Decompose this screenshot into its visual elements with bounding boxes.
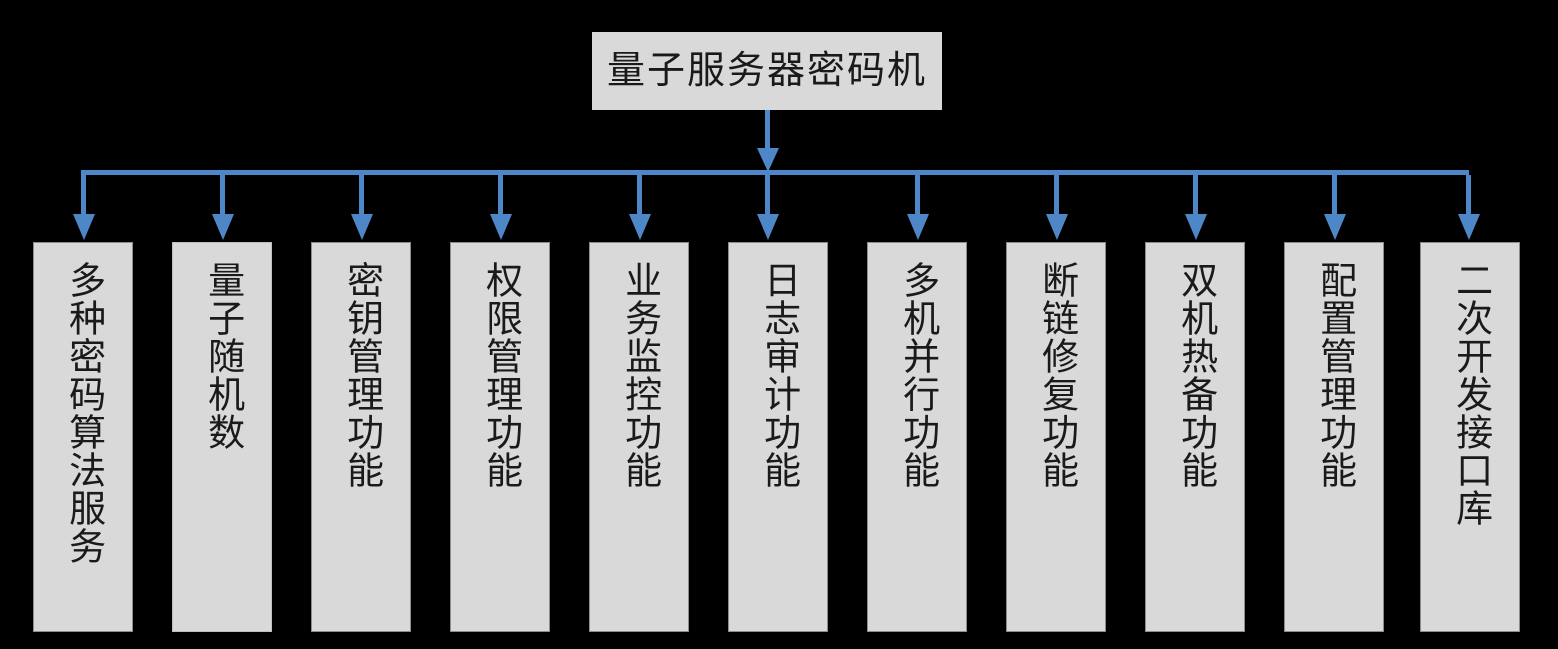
- connector-arrowhead-icon-child-8: [1046, 214, 1068, 240]
- child-node-label: 业务监控功能: [618, 261, 660, 489]
- connector-stem-child-3: [359, 175, 364, 220]
- connector-stem-child-1: [81, 175, 86, 220]
- connector-stem-child-6: [765, 175, 770, 220]
- child-node-label: 配置管理功能: [1313, 261, 1355, 489]
- connector-stem-child-2: [220, 175, 225, 220]
- root-connector-stem: [765, 110, 770, 155]
- connector-arrowhead-icon-child-6: [757, 214, 779, 240]
- child-node-label: 二次开发接口库: [1449, 261, 1491, 527]
- connector-arrowhead-icon-child-11: [1458, 214, 1480, 240]
- connector-arrowhead-icon-child-2: [212, 214, 234, 240]
- child-node-11[interactable]: 二次开发接口库: [1420, 242, 1520, 632]
- child-node-9[interactable]: 双机热备功能: [1145, 242, 1245, 632]
- child-node-6[interactable]: 日志审计功能: [728, 242, 828, 632]
- root-connector-arrowhead-icon: [757, 148, 779, 172]
- child-node-4[interactable]: 权限管理功能: [450, 242, 550, 632]
- connector-arrowhead-icon-child-7: [907, 214, 929, 240]
- child-node-label: 密钥管理功能: [340, 261, 382, 489]
- child-node-label: 多种密码算法服务: [62, 261, 104, 565]
- child-node-10[interactable]: 配置管理功能: [1284, 242, 1384, 632]
- connector-stem-child-8: [1054, 175, 1059, 220]
- connector-stem-child-10: [1332, 175, 1337, 220]
- connector-stem-child-4: [498, 175, 503, 220]
- child-node-label: 权限管理功能: [479, 261, 521, 489]
- child-node-2[interactable]: 量子随机数: [172, 242, 272, 632]
- child-node-label: 日志审计功能: [757, 261, 799, 489]
- connector-arrowhead-icon-child-10: [1324, 214, 1346, 240]
- child-node-3[interactable]: 密钥管理功能: [311, 242, 411, 632]
- child-node-1[interactable]: 多种密码算法服务: [33, 242, 133, 632]
- connector-arrowhead-icon-child-9: [1185, 214, 1207, 240]
- root-node[interactable]: 量子服务器密码机: [592, 32, 942, 110]
- distribution-bus-line: [81, 170, 1469, 175]
- child-node-label: 双机热备功能: [1174, 261, 1216, 489]
- root-node-label: 量子服务器密码机: [606, 50, 927, 92]
- child-node-8[interactable]: 断链修复功能: [1006, 242, 1106, 632]
- connector-stem-child-7: [915, 175, 920, 220]
- connector-stem-child-11: [1466, 175, 1471, 220]
- connector-stem-child-9: [1193, 175, 1198, 220]
- child-node-label: 多机并行功能: [896, 261, 938, 489]
- child-node-label: 量子随机数: [201, 261, 243, 451]
- connector-stem-child-5: [637, 175, 642, 220]
- child-node-7[interactable]: 多机并行功能: [867, 242, 967, 632]
- connector-arrowhead-icon-child-3: [351, 214, 373, 240]
- connector-arrowhead-icon-child-4: [490, 214, 512, 240]
- connector-arrowhead-icon-child-1: [73, 214, 95, 240]
- child-node-5[interactable]: 业务监控功能: [589, 242, 689, 632]
- connector-arrowhead-icon-child-5: [629, 214, 651, 240]
- child-node-label: 断链修复功能: [1035, 261, 1077, 489]
